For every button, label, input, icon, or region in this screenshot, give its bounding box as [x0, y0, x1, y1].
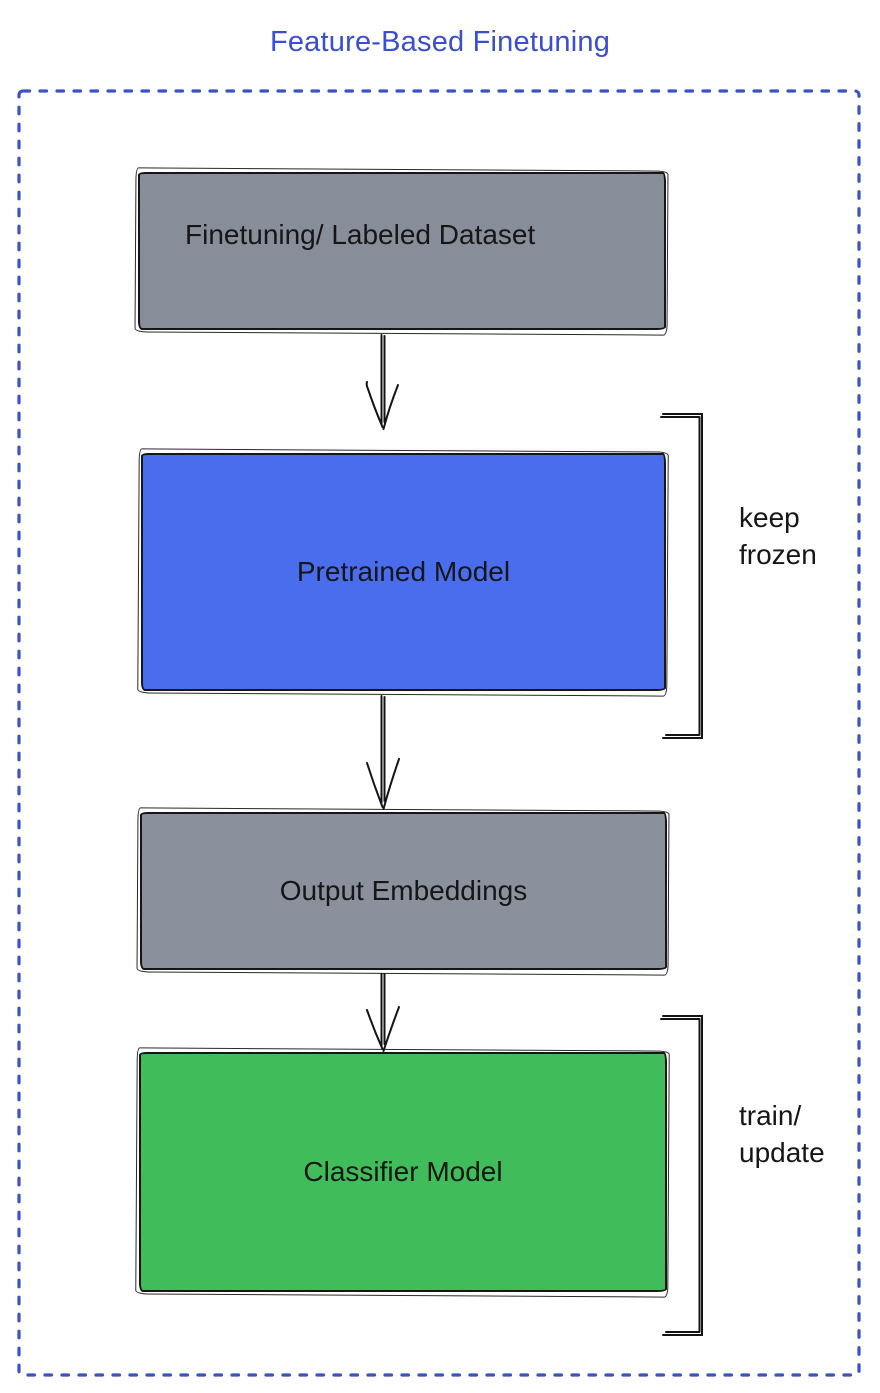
- node-output-embeddings: Output Embeddings: [140, 812, 667, 970]
- arrow-down-icon: [366, 695, 400, 810]
- annotation-train-update: train/ update: [739, 1097, 825, 1171]
- node-pretrained-model-label: Pretrained Model: [296, 556, 511, 588]
- dashed-boundary: [17, 89, 861, 1377]
- dashed-boundary-rect: [17, 89, 861, 1377]
- annotation-keep-frozen: keep frozen: [739, 499, 817, 573]
- node-output-embeddings-label: Output Embeddings: [279, 875, 528, 907]
- arrow-down-icon: [366, 973, 400, 1052]
- node-finetuning-dataset: Finetuning/ Labeled Dataset: [138, 172, 666, 330]
- arrow-down-icon: [365, 334, 399, 430]
- bracket-right-icon: [660, 413, 703, 739]
- node-finetuning-dataset-label: Finetuning/ Labeled Dataset: [185, 219, 536, 250]
- node-pretrained-model: Pretrained Model: [141, 453, 666, 691]
- annotation-keep-frozen-line2: frozen: [739, 539, 817, 570]
- annotation-keep-frozen-line1: keep: [739, 502, 800, 533]
- bracket-right-icon: [660, 1015, 703, 1336]
- annotation-train-update-line2: update: [739, 1137, 825, 1168]
- diagram-title: Feature-Based Finetuning: [269, 26, 611, 58]
- annotation-train-update-line1: train/: [739, 1100, 802, 1131]
- node-classifier-model: Classifier Model: [139, 1052, 667, 1292]
- node-classifier-model-label: Classifier Model: [303, 1156, 503, 1188]
